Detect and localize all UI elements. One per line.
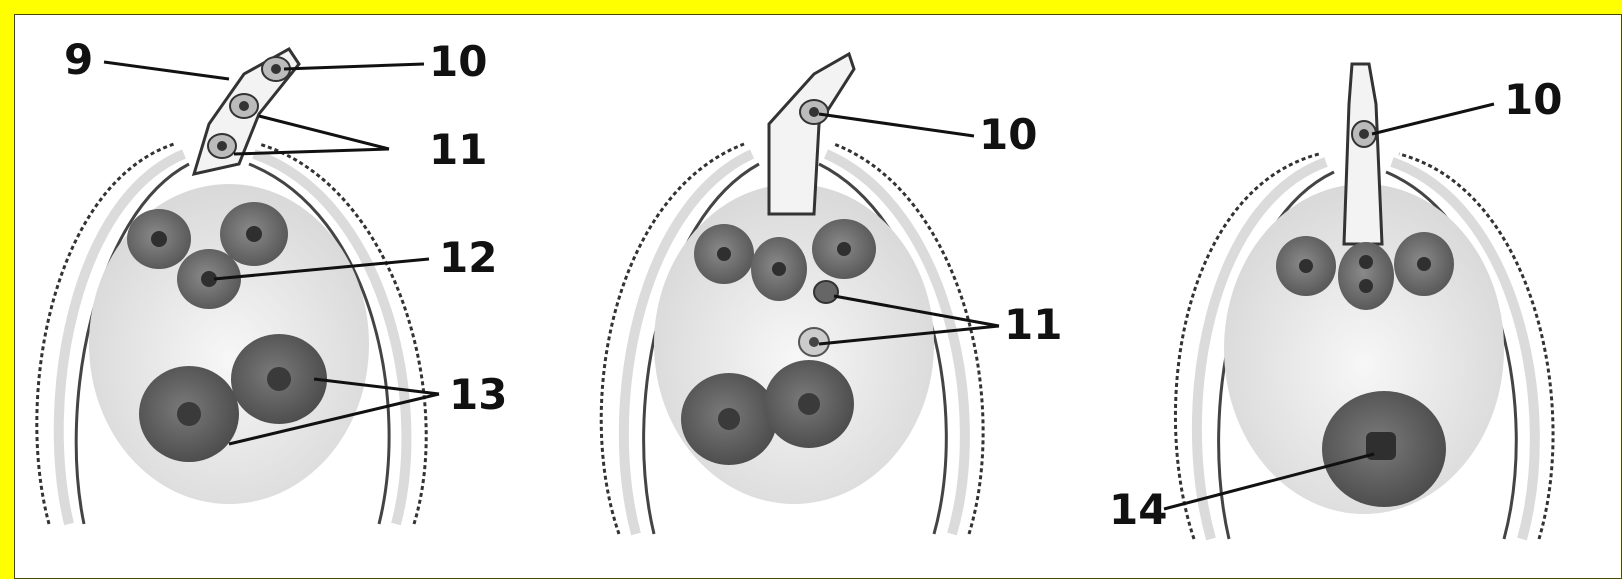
central-cell-1-nucleus (177, 402, 201, 426)
panel-1: 9 10 11 12 13 (37, 35, 508, 524)
sperm-cell-1-nucleus (239, 101, 249, 111)
central-cell-2b-nucleus (798, 393, 820, 415)
panel-2: 10 11 (601, 54, 1062, 534)
egg-cell-3-nucleus-a (1359, 255, 1373, 269)
synergid-2a-nucleus (717, 247, 731, 261)
leader-10 (284, 64, 424, 69)
label-11-p2: 11 (1004, 300, 1062, 349)
leader-11a (259, 116, 389, 149)
synergid-3b-nucleus (1417, 257, 1431, 271)
pollen-tube-3 (1344, 64, 1382, 244)
egg-cell-2-nucleus (772, 262, 786, 276)
sperm-cell-2b-nucleus (809, 337, 819, 347)
panel-3: 10 14 (1109, 64, 1562, 539)
pollen-tube-2 (769, 54, 854, 214)
leader-10-p3 (1372, 104, 1494, 134)
tube-nucleus-2-core (809, 107, 819, 117)
synergid-2-nucleus (246, 226, 262, 242)
synergid-2b-nucleus (837, 242, 851, 256)
sperm-cell-2a (814, 281, 838, 303)
tube-nucleus-3-core (1359, 129, 1369, 139)
central-cell-2-nucleus (267, 367, 291, 391)
leader-9 (104, 62, 229, 79)
egg-cell-3-nucleus-b (1359, 279, 1373, 293)
label-12: 12 (439, 233, 497, 282)
label-10-p2: 10 (979, 110, 1037, 159)
label-10: 10 (429, 37, 487, 86)
synergid-1-nucleus (151, 231, 167, 247)
synergid-3a-nucleus (1299, 259, 1313, 273)
label-10-p3: 10 (1504, 75, 1562, 124)
sperm-cell-2-nucleus (217, 141, 227, 151)
label-14-p3: 14 (1109, 485, 1167, 534)
tube-nucleus-core (271, 64, 281, 74)
embryo-sac-diagram: 9 10 11 12 13 (14, 14, 1622, 579)
central-cell-2a-nucleus (718, 408, 740, 430)
embryo-sac-2 (654, 184, 934, 504)
egg-cell-3 (1338, 242, 1394, 310)
leader-10-p2 (819, 114, 974, 136)
label-11: 11 (429, 125, 487, 174)
label-9: 9 (64, 35, 93, 84)
label-13: 13 (449, 370, 507, 419)
figure-canvas: 9 10 11 12 13 (14, 14, 1622, 579)
